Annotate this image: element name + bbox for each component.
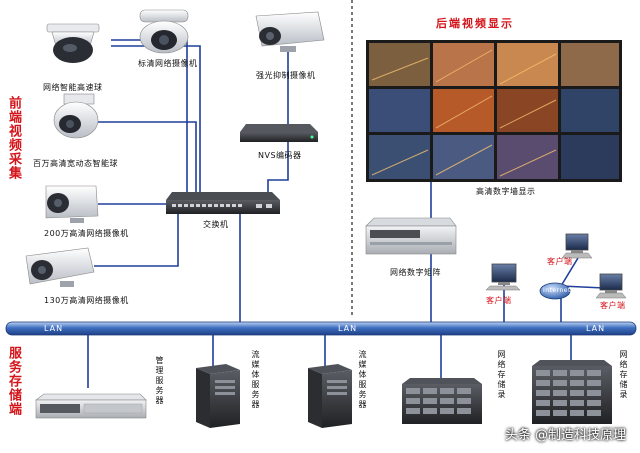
streaming-server-1 (196, 364, 240, 428)
server-wiring (87, 334, 572, 388)
streaming-server-2-label: 流媒体服务器 (358, 350, 367, 410)
client-label-1: 客户端 (486, 296, 512, 305)
digital-matrix (365, 217, 457, 255)
switch-label: 交换机 (203, 220, 229, 229)
network-storage-1 (402, 378, 482, 424)
mega-dome-camera (53, 93, 99, 139)
video-wall-label: 高清数字墙显示 (476, 187, 536, 196)
cam-130-label: 130万高清网络摄像机 (44, 296, 129, 305)
video-wall-screens (369, 43, 619, 179)
speed-dome-camera (46, 23, 100, 63)
management-server (35, 393, 147, 419)
watermark: 头条 @制造科技原理 (504, 428, 626, 443)
strong-light-camera (255, 11, 325, 52)
storage-2-label: 网络存储录 (619, 350, 628, 400)
client-label-2: 客户端 (547, 257, 573, 266)
server-section-label: 服务存储端 (6, 346, 21, 416)
client-pc-1 (485, 263, 521, 291)
bullet-camera-130 (25, 247, 95, 287)
back-wiring (430, 180, 605, 324)
internet-label: Internet (543, 287, 571, 294)
lan-bus (5, 321, 637, 336)
client-label-3: 客户端 (600, 301, 626, 310)
network-storage-2 (532, 360, 612, 424)
streaming-server-2 (308, 364, 352, 428)
streaming-server-1-label: 流媒体服务器 (251, 350, 260, 410)
management-server-label: 管理服务器 (155, 356, 164, 406)
cam-200-label: 200万高清网络摄像机 (44, 229, 129, 238)
front-end-section-label: 前端视频采集 (6, 96, 21, 180)
mega-dome-label: 百万高清宽动态智能球 (33, 159, 118, 168)
sd-camera-label: 标清网络摄像机 (138, 59, 198, 68)
strong-light-camera-label: 强光抑制摄像机 (256, 71, 316, 80)
back-end-section-label: 后端视频显示 (436, 17, 514, 30)
speed-dome-label: 网络智能高速球 (43, 83, 103, 92)
sd-dome-camera (139, 9, 189, 54)
client-pc-3 (595, 273, 627, 299)
nvs-encoder (240, 124, 318, 142)
front-wiring (94, 30, 289, 324)
nvs-label: NVS编码器 (258, 151, 302, 160)
lan-label-1: LAN (44, 324, 64, 333)
lan-label-2: LAN (338, 324, 358, 333)
video-wall (366, 40, 622, 182)
bullet-camera-200 (45, 185, 99, 223)
matrix-label: 网络数字矩阵 (390, 268, 441, 277)
network-switch (166, 192, 280, 214)
lan-label-3: LAN (586, 324, 606, 333)
client-pc-2 (561, 233, 593, 259)
storage-1-label: 网络存储录 (497, 350, 506, 400)
internet-globe (539, 282, 571, 300)
